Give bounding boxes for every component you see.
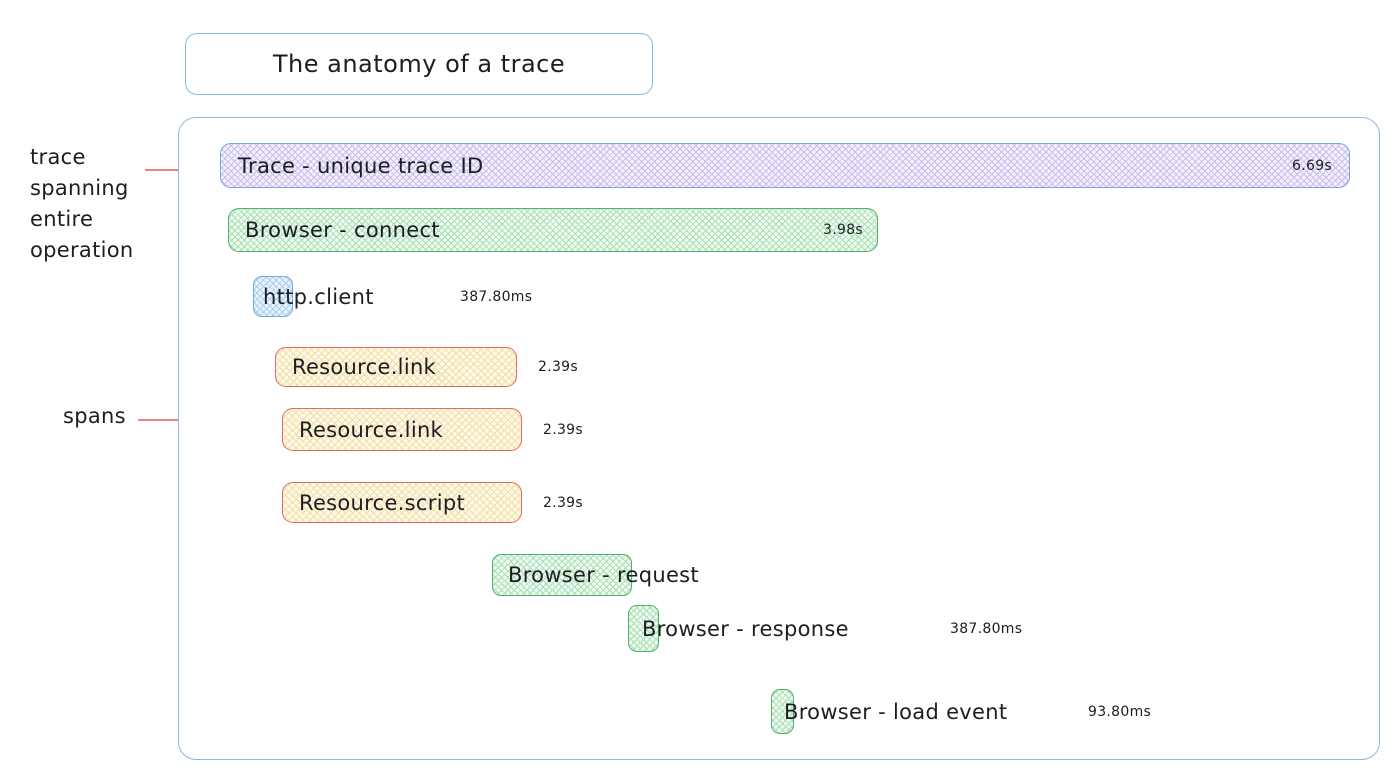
span-browser-request: Browser - request [492,554,699,596]
span-box: Resource.link [275,347,517,387]
span-label: http.client [263,284,374,309]
spans-pointer-line [138,419,209,421]
diagram-title: The anatomy of a trace [272,50,566,78]
span-duration: 387.80ms [460,288,533,305]
span-resource-link-1: Resource.link 2.39s [275,347,578,387]
span-label: Trace - unique trace ID [238,153,484,178]
span-box [771,689,794,734]
span-box [253,276,293,317]
diagram-title-box: The anatomy of a trace [185,33,653,95]
span-box: Resource.link [282,408,522,451]
span-box [628,605,659,652]
trace-pointer-line [145,169,205,171]
span-label: Resource.link [292,355,437,379]
span-browser-load-event: Browser - load event 93.80ms [771,689,1151,734]
span-http-client: http.client 387.80ms [253,276,532,317]
span-trace-bar: Trace - unique trace ID 6.69s [220,143,1350,188]
annotation-trace-spanning-operation: trace spanning entire operation [30,145,134,262]
span-resource-script: Resource.script 2.39s [282,482,583,523]
span-browser-connect-bar: Browser - connect 3.98s [228,208,878,252]
span-label: Browser - load event [784,699,1008,724]
span-browser-response: Browser - response 387.80ms [628,605,1022,652]
span-duration: 2.39s [543,494,583,511]
span-label: Resource.script [299,490,465,515]
span-duration: 2.39s [538,359,578,375]
annotation-spans: spans [63,404,126,428]
span-box: Resource.script [282,482,522,523]
span-box [492,554,632,596]
span-label: Browser - connect [245,218,440,242]
span-duration: 6.69s [1292,157,1332,174]
span-duration: 387.80ms [950,620,1023,637]
span-resource-link-2: Resource.link 2.39s [282,408,583,451]
span-label: Browser - response [642,616,849,641]
span-duration: 2.39s [543,421,583,438]
span-label: Resource.link [299,417,444,442]
span-duration: 93.80ms [1088,703,1152,720]
span-label: Browser - request [508,563,699,587]
span-duration: 3.98s [823,222,863,238]
